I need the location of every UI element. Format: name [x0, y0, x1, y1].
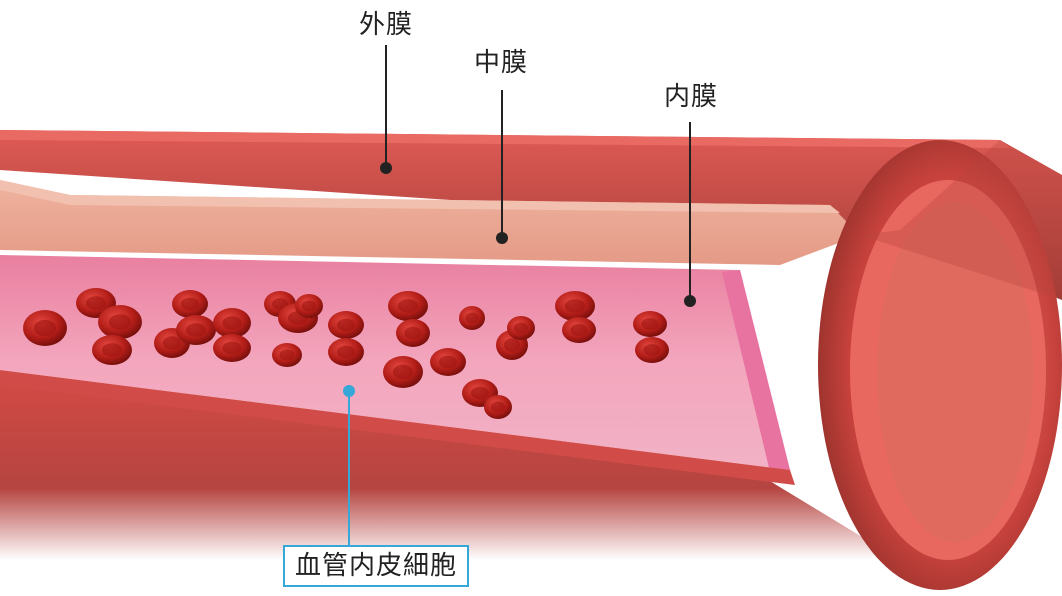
red-blood-cell-center	[337, 319, 355, 332]
red-blood-cell-center	[514, 323, 528, 334]
red-blood-cell-center	[405, 327, 422, 340]
red-blood-cell-center	[565, 299, 585, 313]
red-blood-cell-center	[398, 299, 418, 313]
red-blood-cell-center	[86, 296, 106, 310]
inner-membrane-label: 内膜	[664, 84, 718, 110]
red-blood-cell-center	[466, 313, 479, 324]
red-blood-cell-center	[644, 344, 661, 356]
inner-callout-dot	[684, 295, 696, 307]
red-blood-cell-center	[471, 387, 489, 400]
red-blood-cell-center	[223, 342, 242, 355]
outer-callout-dot	[380, 162, 392, 174]
red-blood-cell-center	[186, 323, 206, 337]
red-blood-cell-center	[34, 320, 56, 336]
red-blood-cell-center	[102, 343, 122, 357]
red-blood-cell-center	[163, 336, 181, 350]
red-blood-cell-center	[504, 338, 520, 352]
red-blood-cell-center	[393, 365, 413, 379]
middle-membrane-label: 中膜	[474, 50, 528, 76]
endothelial-cell-label: 血管内皮細胞	[283, 545, 469, 587]
red-blood-cell-center	[337, 346, 355, 359]
red-blood-cell-center	[439, 356, 457, 369]
red-blood-cell-center	[642, 318, 659, 330]
red-blood-cell-center	[223, 316, 242, 330]
outer-membrane-label: 外膜	[359, 12, 413, 38]
endothelial-callout-dot	[343, 385, 355, 397]
red-blood-cell-center	[302, 301, 316, 312]
red-blood-cell-center	[109, 314, 131, 329]
red-blood-cell-center	[571, 324, 588, 336]
red-blood-cell-center	[280, 350, 295, 361]
red-blood-cell-center	[181, 298, 199, 311]
middle-callout-dot	[496, 232, 508, 244]
red-blood-cell-center	[491, 402, 505, 413]
